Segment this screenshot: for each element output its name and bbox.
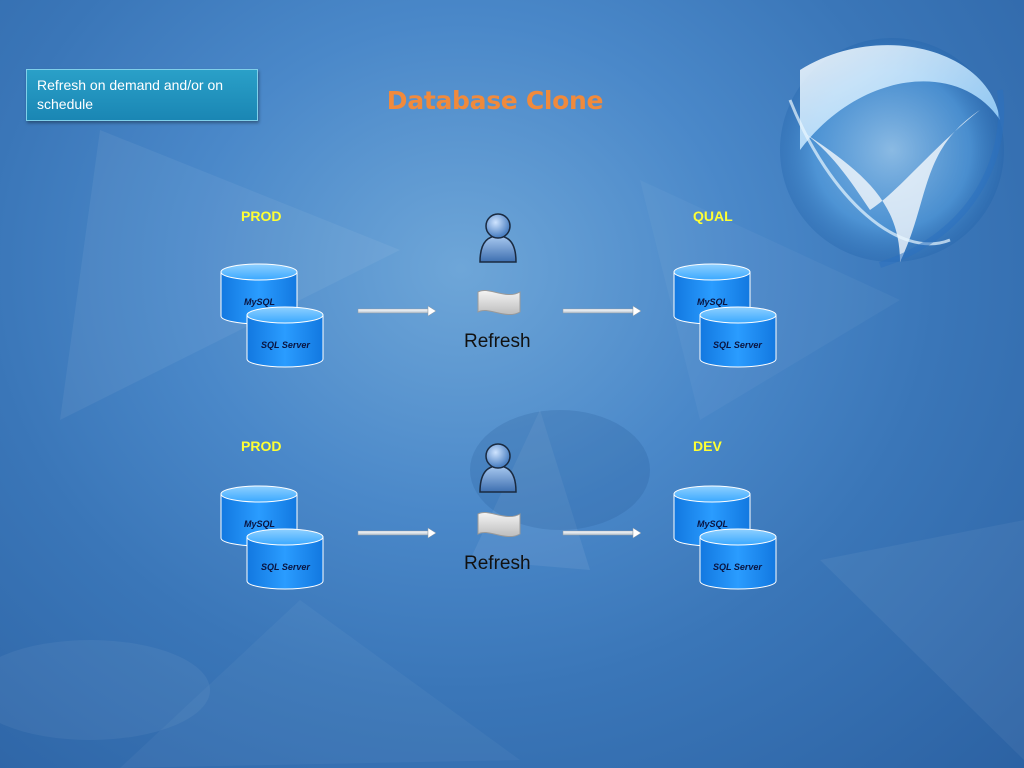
- callout-text: Refresh on demand and/or on schedule: [37, 77, 224, 112]
- db-label: SQL Server: [713, 340, 762, 350]
- target-env-label-1: QUAL: [693, 208, 733, 224]
- source-db-sqlserver-2: [246, 528, 324, 590]
- right-arrow-icon: [357, 305, 437, 317]
- db-label: MySQL: [244, 297, 276, 307]
- wave-flag-icon: [477, 511, 521, 538]
- page-title: Database Clone: [386, 86, 604, 115]
- callout-box: Refresh on demand and/or on schedule: [26, 69, 258, 121]
- right-arrow-icon: [562, 305, 642, 317]
- db-label: MySQL: [244, 519, 276, 529]
- target-db-sqlserver-2: [699, 528, 777, 590]
- right-arrow-icon: [357, 527, 437, 539]
- db-label: SQL Server: [261, 340, 310, 350]
- source-env-label-2: PROD: [241, 438, 282, 454]
- source-env-label-1: PROD: [241, 208, 282, 224]
- refresh-label-2: Refresh: [464, 553, 531, 574]
- source-db-sqlserver-1: [246, 306, 324, 368]
- user-icon: [479, 443, 517, 493]
- db-label: SQL Server: [713, 562, 762, 572]
- target-db-sqlserver-1: [699, 306, 777, 368]
- wave-flag-icon: [477, 289, 521, 316]
- user-icon: [479, 213, 517, 263]
- db-label: MySQL: [697, 297, 729, 307]
- refresh-label-1: Refresh: [464, 331, 531, 352]
- right-arrow-icon: [562, 527, 642, 539]
- target-env-label-2: DEV: [693, 438, 722, 454]
- db-label: SQL Server: [261, 562, 310, 572]
- db-label: MySQL: [697, 519, 729, 529]
